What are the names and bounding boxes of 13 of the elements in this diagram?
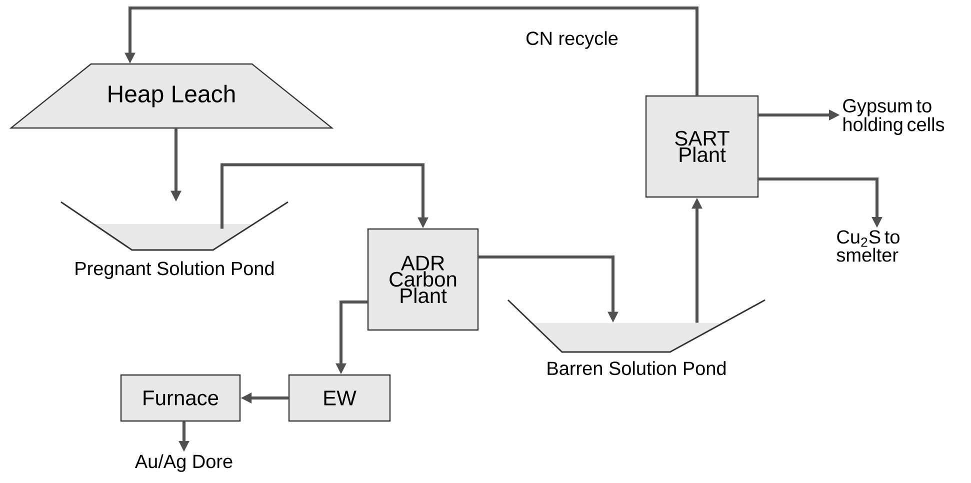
output-label: Cu$_{2}$S to smelter	[836, 230, 900, 262]
output-label: Au/Ag Dore	[134, 454, 232, 472]
process-box: EW	[288, 374, 391, 422]
pond: Barren Solution Pond	[507, 299, 766, 376]
arrow	[220, 163, 428, 229]
pond: Pregnant Solution Pond	[60, 201, 288, 279]
node-label: Pregnant Solution Pond	[76, 261, 274, 279]
output-label: Gypsum to holding cells	[843, 99, 944, 135]
process-box: Furnace	[120, 374, 241, 422]
process-box: SART Plant	[645, 95, 759, 198]
process-box: ADR Carbon Plant	[367, 228, 479, 331]
node-label: Barren Solution Pond	[548, 361, 726, 376]
edge-label: CN recycle	[524, 29, 620, 51]
